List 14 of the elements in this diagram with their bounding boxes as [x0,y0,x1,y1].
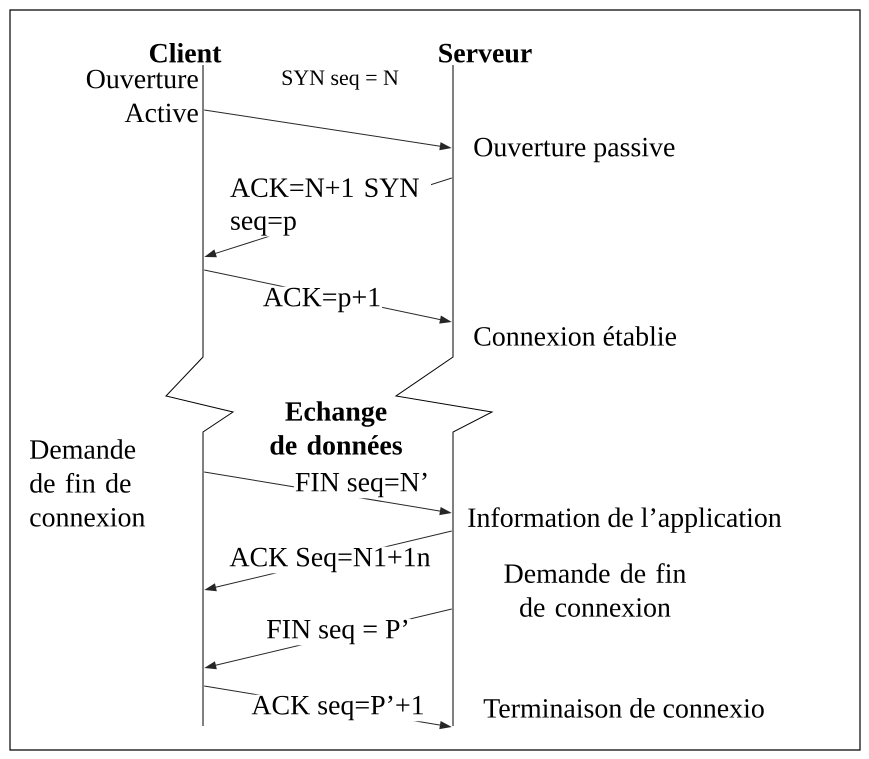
edge-label: ACK=p+1 [262,286,382,314]
event-label: Information de l’application [468,507,782,533]
edge-label: FIN seq=N’ [294,472,430,498]
edge-label: ACK Seq=N1+1n [228,546,432,574]
event-label: Ouverture Active [86,70,198,122]
event-label: Ouverture passive [474,138,674,162]
edge-label: SYN seq = N [280,69,400,91]
edge-label: ACK=N+1 SYN seq=p [229,177,431,237]
edge-label: ACK seq=P’+1 [250,694,426,722]
event-label: Terminaison de connexio [484,698,764,718]
event-label: Demande de fin de connexion [504,563,686,617]
phase-label: Echange de données [270,401,402,455]
edge-label: FIN seq = P’ [265,618,411,646]
event-label: Connexion établie [474,326,676,346]
